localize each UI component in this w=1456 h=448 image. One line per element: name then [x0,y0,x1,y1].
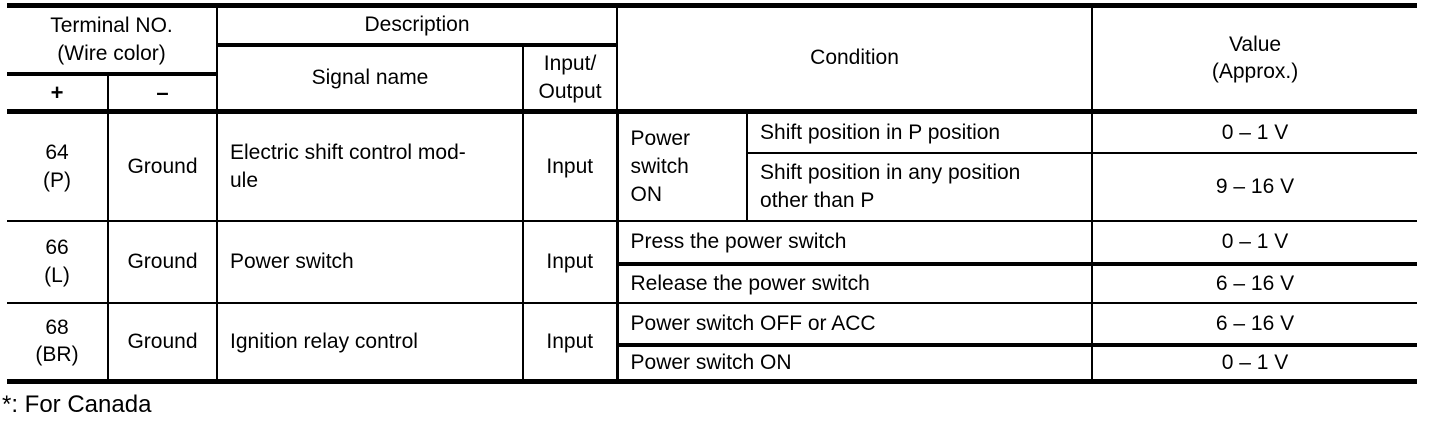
input-output-cell: Input [521,302,619,383]
header-terminal-no: Terminal NO. (Wire color) [7,4,218,76]
signal-name-cell: Electric shift control mod- ule [216,108,524,223]
input-output-cell: Input [521,220,619,305]
value-cell: 6 – 16 V [1091,262,1418,305]
input-output-cell: Input [521,108,619,223]
signal-name-cell: Power switch [216,220,524,305]
wire-minus-cell: Ground [107,302,218,383]
value-cell: 0 – 1 V [1091,343,1418,383]
condition-cell: Press the power switch [615,220,1094,266]
header-value: Value (Approx.) [1091,4,1418,113]
footnote-for-canada: *: For Canada [2,390,152,418]
value-cell: 6 – 16 V [1091,302,1418,347]
terminal-reference-table: Terminal NO. (Wire color) Description Co… [7,3,1418,384]
header-plus: + [7,72,109,113]
wire-minus-cell: Ground [107,108,218,223]
value-cell: 9 – 16 V [1091,152,1418,223]
header-minus: – [107,72,218,113]
condition-cell: Release the power switch [615,262,1094,305]
condition-cell: Power switch ON [615,343,1094,383]
header-condition: Condition [616,4,1094,113]
condition-group-cell: Power switch ON [615,108,749,223]
wire-minus-cell: Ground [107,220,218,305]
value-cell: 0 – 1 V [1091,220,1418,266]
condition-cell: Shift position in any position other tha… [746,152,1094,223]
header-description: Description [215,4,619,47]
value-cell: 0 – 1 V [1091,108,1418,155]
header-signal-name: Signal name [216,43,524,113]
terminal-cell: 64 (P) [7,108,109,223]
terminal-cell: 68 (BR) [7,302,109,383]
condition-cell: Power switch OFF or ACC [615,302,1094,347]
signal-name-cell: Ignition relay control [216,302,524,383]
condition-cell: Shift position in P position [746,108,1094,155]
terminal-cell: 66 (L) [7,220,109,305]
header-input-output: Input/ Output [521,43,619,113]
